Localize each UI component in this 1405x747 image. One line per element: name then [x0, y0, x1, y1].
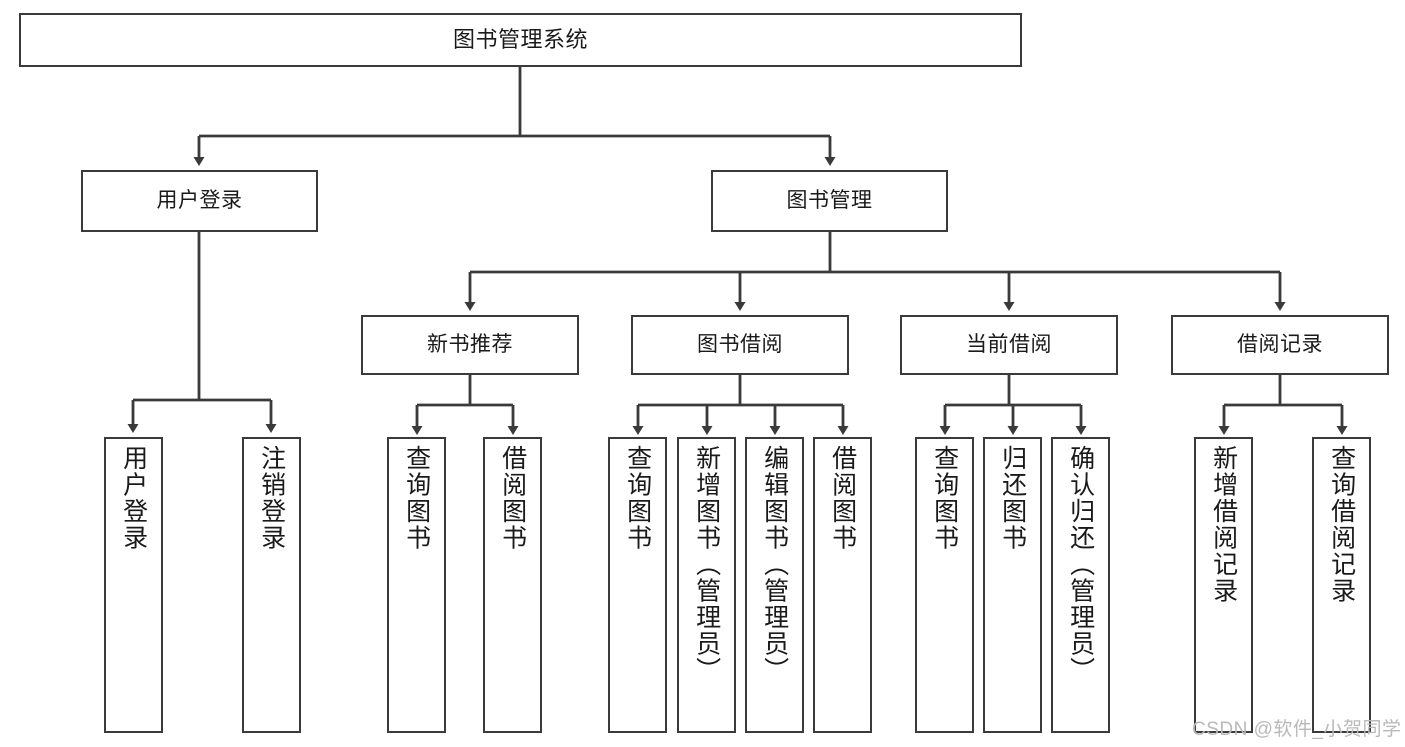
node-label: 编辑图书（管理员）: [760, 445, 789, 684]
node-label: 查询图书: [930, 445, 959, 551]
node-book-borrow[interactable]: 图书借阅: [631, 315, 849, 375]
node-label: 查询图书: [402, 445, 431, 551]
node-label: 查询图书: [623, 445, 652, 551]
node-label: 查询借阅记录: [1327, 445, 1356, 604]
node-book-management[interactable]: 图书管理: [711, 170, 948, 232]
node-label: 图书借阅: [697, 332, 783, 356]
leaf-borrow-edit-book-admin[interactable]: 编辑图书（管理员）: [745, 437, 804, 733]
leaf-current-return-book[interactable]: 归还图书: [983, 437, 1042, 733]
node-label: 借阅图书: [828, 445, 857, 551]
node-label: 新增借阅记录: [1209, 445, 1238, 604]
leaf-borrow-add-book-admin[interactable]: 新增图书（管理员）: [677, 437, 736, 733]
node-label: 新增图书（管理员）: [692, 445, 721, 684]
node-label: 确认归还（管理员）: [1066, 445, 1095, 684]
node-label: 图书管理系统: [452, 27, 588, 53]
leaf-borrow-borrow-book[interactable]: 借阅图书: [813, 437, 872, 733]
node-label: 借阅记录: [1237, 332, 1323, 356]
node-label: 用户登录: [156, 188, 243, 212]
leaf-record-query-record[interactable]: 查询借阅记录: [1312, 437, 1371, 733]
leaf-recommend-borrow-book[interactable]: 借阅图书: [483, 437, 542, 733]
node-label: 注销登录: [257, 445, 286, 551]
leaf-user-login-signin[interactable]: 用户登录: [104, 437, 163, 733]
node-label: 用户登录: [119, 445, 148, 551]
node-label: 借阅图书: [498, 445, 527, 551]
csdn-watermark: CSDN @软件_小贺同学: [1192, 719, 1402, 740]
node-label: 新书推荐: [427, 332, 513, 356]
node-current-borrow[interactable]: 当前借阅: [900, 315, 1118, 375]
leaf-recommend-query-book[interactable]: 查询图书: [387, 437, 446, 733]
leaf-borrow-query-book[interactable]: 查询图书: [608, 437, 667, 733]
node-new-book-recommend[interactable]: 新书推荐: [361, 315, 579, 375]
node-user-login[interactable]: 用户登录: [81, 170, 318, 232]
leaf-current-query-book[interactable]: 查询图书: [915, 437, 974, 733]
node-label: 归还图书: [998, 445, 1027, 551]
leaf-record-add-record[interactable]: 新增借阅记录: [1194, 437, 1253, 733]
node-label: 当前借阅: [966, 332, 1052, 356]
leaf-user-login-signout[interactable]: 注销登录: [242, 437, 301, 733]
leaf-current-confirm-return-admin[interactable]: 确认归还（管理员）: [1051, 437, 1110, 733]
node-borrow-record[interactable]: 借阅记录: [1171, 315, 1389, 375]
node-root-system[interactable]: 图书管理系统: [19, 13, 1022, 67]
node-label: 图书管理: [786, 188, 873, 212]
